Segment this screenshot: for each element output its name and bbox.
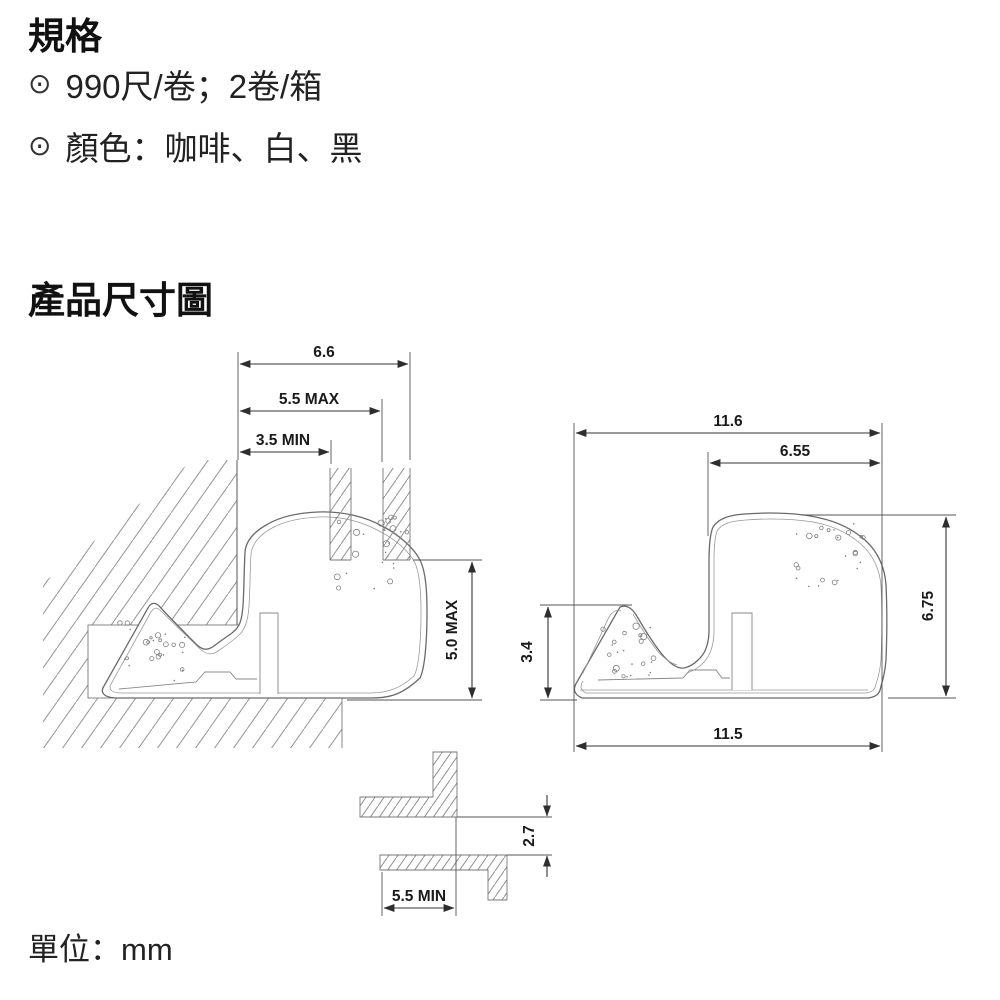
foam-speckles [117,620,186,682]
dim-label-flap-height: 3.4 [519,641,536,663]
dim-label-base-width: 11.5 [713,726,743,743]
panel-strip-right-hatch [382,468,411,561]
dimension-2-7: 2.7 [521,795,551,877]
seal-inner-line [109,516,422,694]
dim-label-top-width: 6.6 [313,344,335,361]
foam-speckles [793,523,866,588]
seal-outline [573,512,888,699]
seal-rib [731,612,753,690]
dimension-3-5-min: 3.5 MIN [239,432,332,464]
dimension-5-5-max: 5.5 MAX [239,391,383,462]
dim-label-overall-width: 11.6 [713,413,743,430]
foam-speckles [600,622,657,679]
dimension-3-4: 3.4 [519,604,632,701]
dimension-diagram-heading: 產品尺寸圖 [28,280,213,321]
seal-inner-line [580,518,883,694]
dimension-6-75: 6.75 [802,514,956,699]
spec-bullet-color-text: 顏色：咖啡、白、黑 [65,130,363,167]
spec-bullet-roll-text: 990尺/卷；2卷/箱 [65,68,323,105]
dim-label-mid-width: 5.5 MAX [279,391,340,408]
dim-label-bulb-width: 6.55 [780,443,811,460]
dimension-6-55: 6.55 [707,443,881,536]
spec-heading: 規格 [28,16,102,57]
dimension-5-0-max: 5.0 MAX [347,559,482,701]
dimension-5-5-min: 5.5 MIN [381,817,457,916]
dim-label-slot-depth: 5.5 MIN [392,888,446,905]
bullet-circle-icon: ⊙ [28,68,52,99]
free-profile-view: 11.6 6.55 6.75 3.4 11.5 [519,413,956,752]
dimension-11-6: 11.6 [573,413,883,752]
dimension-11-5: 11.5 [575,726,881,750]
dim-label-slot-height: 2.7 [521,825,538,847]
spec-bullet-roll: ⊙ 990尺/卷；2卷/箱 [28,60,322,108]
seal-interior-detail [597,669,730,681]
dim-label-compressed-height: 5.0 MAX [444,599,461,660]
dim-label-overall-height: 6.75 [920,591,937,622]
panel-strip-left-hatch [329,468,352,561]
dimension-6-6: 6.6 [237,344,411,460]
spec-bullet-color: ⊙ 顏色：咖啡、白、黑 [28,122,362,170]
seal-rib [259,612,279,694]
installed-profile-view: 6.6 5.5 MAX 3.5 MIN 5.0 MAX [43,344,482,748]
dim-label-min-width: 3.5 MIN [256,432,310,449]
unit-note: 單位：mm [28,932,173,967]
seal-interior-detail [118,671,257,690]
kerf-upper-jaw-hatch [359,751,458,818]
bullet-circle-icon: ⊙ [28,130,52,161]
kerf-detail-view: 2.7 5.5 MIN [359,751,552,916]
